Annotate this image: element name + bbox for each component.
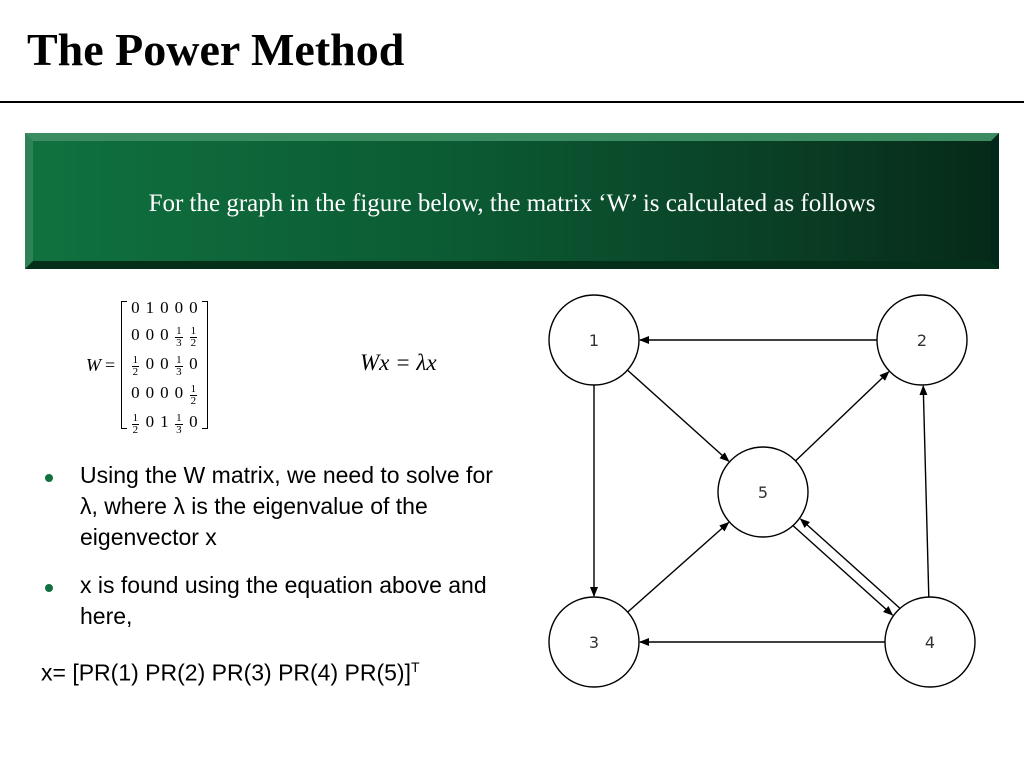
matrix-cell: 0 — [160, 297, 169, 317]
eigen-equation: Wx = λx — [360, 350, 437, 375]
graph-node-1 — [548, 294, 640, 386]
matrix-cell: 0 — [189, 297, 198, 317]
graph-node-4 — [884, 596, 976, 688]
directed-graph: 1 2 3 4 5 — [548, 294, 976, 688]
fraction-denominator: 2 — [132, 365, 139, 378]
matrix-cell: 1 — [160, 411, 169, 431]
fraction-denominator: 2 — [190, 394, 197, 407]
fraction-denominator: 3 — [176, 423, 182, 436]
fraction-numerator: 1 — [175, 353, 183, 367]
x-vector-text: x= [PR(1) PR(2) PR(3) PR(4) PR(5)] — [41, 659, 411, 686]
graph-node-3 — [548, 596, 640, 688]
bullet-item: Using the W matrix, we need to solve for… — [45, 460, 495, 553]
bullet-text: x is found using the equation above and … — [80, 572, 487, 629]
graph-node-5 — [717, 446, 809, 538]
fraction-denominator: 3 — [176, 336, 182, 349]
matrix-cell: 0 — [145, 382, 155, 402]
graph-node-label: 3 — [589, 633, 599, 652]
matrix-cell: 1 — [145, 297, 155, 317]
fraction-denominator: 3 — [176, 365, 182, 378]
bullet-text: Using the W matrix, we need to solve for… — [80, 462, 493, 550]
matrix-cell: 0 — [145, 353, 155, 373]
fraction-numerator: 1 — [131, 411, 140, 425]
graph-edge-5-to-4 — [792, 525, 894, 616]
matrix-cell: 0 — [160, 382, 169, 402]
info-banner: For the graph in the figure below, the m… — [25, 133, 999, 269]
left-bracket — [121, 301, 128, 429]
graph-node-2 — [876, 294, 968, 386]
title-divider — [0, 101, 1024, 103]
slide-title: The Power Method — [27, 24, 405, 75]
matrix-cell: 0 — [145, 411, 155, 431]
matrix-cell: 0 — [189, 411, 198, 431]
matrix-cell: 0 — [131, 297, 140, 317]
matrix-cell: 0 — [160, 353, 169, 373]
graph-node-label: 2 — [917, 331, 927, 350]
matrix-cell: 0 — [174, 382, 184, 402]
matrix-cell: 0 — [131, 382, 140, 402]
matrix-cell: 0 — [131, 324, 140, 344]
graph-node-label: 4 — [925, 633, 935, 652]
fraction-denominator: 2 — [190, 336, 197, 349]
matrix-cell: 0 — [145, 324, 155, 344]
transpose-superscript: T — [410, 659, 420, 675]
fraction-numerator: 1 — [189, 324, 198, 338]
x-vector-equation: x= [PR(1) PR(2) PR(3) PR(4) PR(5)]T — [41, 652, 420, 689]
graph-edge-5-to-2 — [795, 371, 890, 462]
bullet-dot-icon — [45, 474, 53, 482]
matrix-cell: 0 — [160, 324, 169, 344]
bullet-dot-icon — [45, 584, 53, 592]
matrix-label: W — [86, 354, 101, 375]
fraction-numerator: 1 — [175, 411, 183, 425]
fraction-numerator: 1 — [175, 324, 183, 338]
matrix-cell: 0 — [189, 353, 198, 373]
fraction-numerator: 1 — [189, 382, 198, 396]
bullet-list: Using the W matrix, we need to solve for… — [45, 460, 495, 649]
matrix-cell: 0 — [174, 297, 184, 317]
graph-edge-3-to-5 — [627, 521, 730, 613]
graph-edge-4-to-2 — [919, 384, 930, 598]
banner-text: For the graph in the figure below, the m… — [148, 190, 876, 217]
right-bracket — [201, 301, 208, 429]
graph-edge-4-to-5 — [799, 518, 901, 609]
fraction-denominator: 2 — [132, 423, 139, 436]
graph-node-label: 1 — [589, 331, 599, 350]
graph-edge-1-to-5 — [626, 369, 730, 462]
fraction-numerator: 1 — [131, 353, 140, 367]
bullet-item: x is found using the equation above and … — [45, 570, 495, 632]
graph-node-label: 5 — [758, 483, 768, 502]
equals-sign: = — [105, 354, 116, 375]
